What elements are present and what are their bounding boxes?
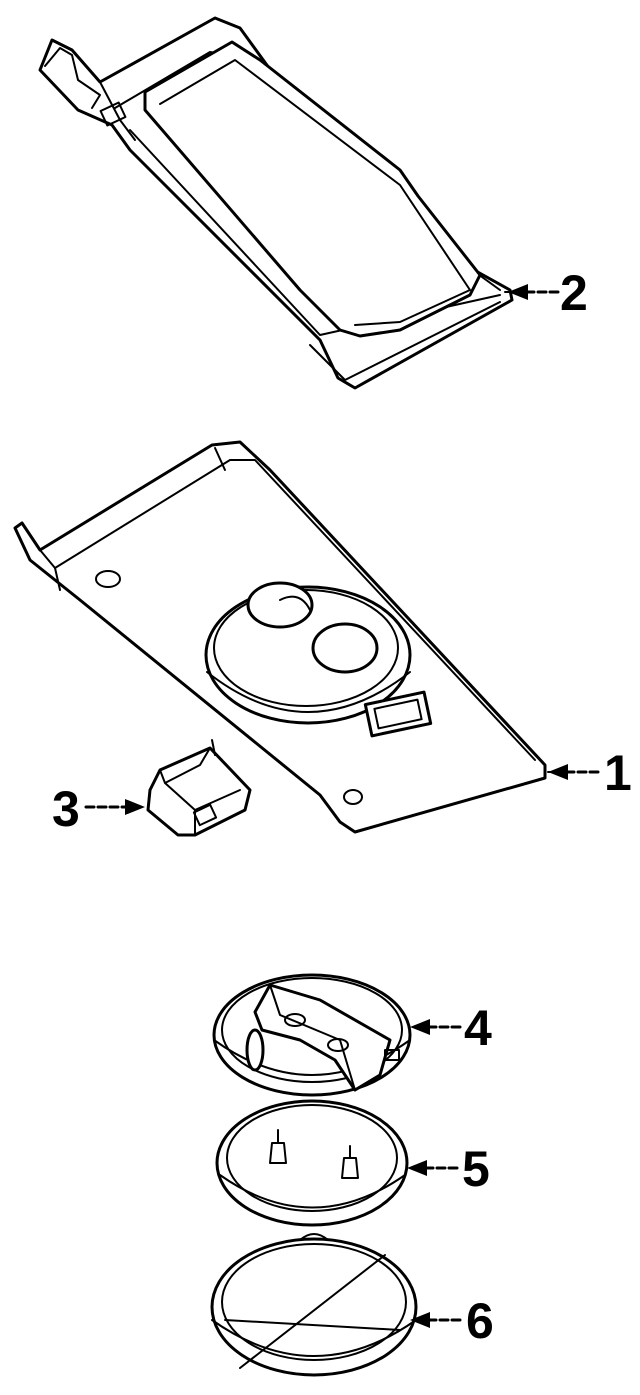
- callout-label-5: 5: [462, 1141, 490, 1197]
- callout-label-1: 1: [604, 745, 632, 801]
- arrow-2: [508, 284, 560, 300]
- part-2-bezel[interactable]: [38, 16, 523, 390]
- arrow-1: [548, 764, 602, 780]
- callout-arrows: [84, 284, 602, 1328]
- part-6-lens[interactable]: [210, 1233, 418, 1377]
- part-4-lamp-housing[interactable]: [212, 973, 412, 1097]
- arrow-6: [410, 1312, 466, 1328]
- callout-label-3: 3: [52, 781, 80, 837]
- callout-label-2: 2: [560, 265, 588, 321]
- part-3-switch[interactable]: [146, 739, 252, 837]
- arrow-4: [410, 1019, 464, 1035]
- arrow-5: [407, 1160, 462, 1176]
- arrow-3: [84, 799, 145, 815]
- callout-label-6: 6: [466, 1293, 494, 1349]
- part-5-lamp-base[interactable]: [215, 1099, 409, 1227]
- part-1-console[interactable]: [13, 440, 569, 834]
- callout-label-4: 4: [464, 1000, 492, 1056]
